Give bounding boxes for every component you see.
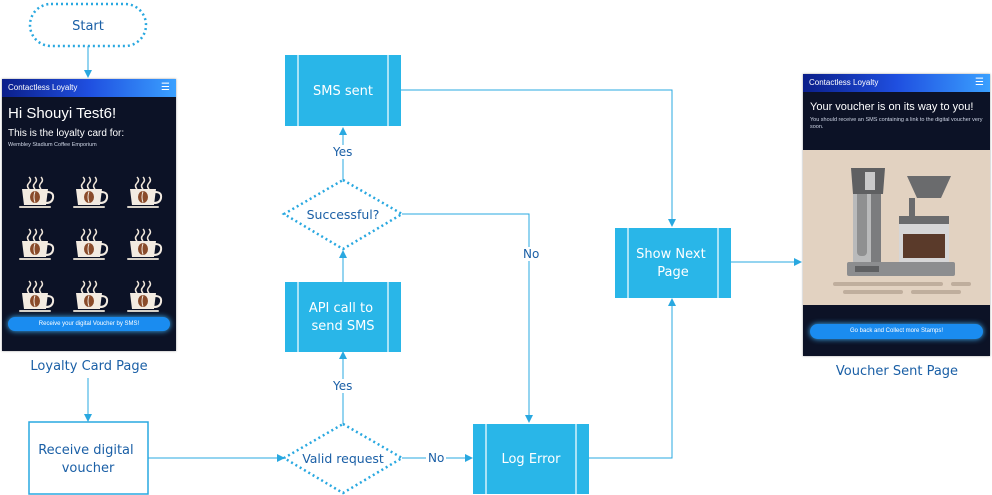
coffee-stamp-icon — [127, 228, 163, 260]
coffee-stamp-icon — [73, 280, 109, 312]
loyalty-store-name: Wembley Stadium Coffee Emporium — [8, 142, 97, 148]
show-next-label: Show Next Page — [636, 247, 710, 280]
successful-decision — [281, 178, 405, 251]
loyalty-app-bar: Contactless Loyalty ☰ — [2, 79, 176, 97]
api-call-label: API call to send SMS — [309, 301, 377, 334]
start-terminator — [28, 2, 148, 48]
show-next-line-2: Page — [657, 265, 688, 280]
stamp-grid — [16, 175, 166, 315]
successful-label: Successful? — [307, 207, 380, 222]
receive-voucher-sms-button[interactable]: Receive your digital Voucher by SMS! — [8, 317, 170, 331]
receive-line-1: Receive digital — [38, 443, 133, 458]
collect-more-stamps-button[interactable]: Go back and Collect more Stamps! — [810, 324, 983, 339]
edge-sms-to-show — [401, 89, 676, 227]
loyalty-card-screenshot: Contactless Loyalty ☰ Hi Shouyi Test6! T… — [2, 79, 176, 351]
start-label: Start — [72, 19, 104, 34]
voucher-message: You should receive an SMS containing a l… — [810, 117, 983, 130]
receive-line-2: voucher — [62, 461, 115, 476]
loyalty-greeting: Hi Shouyi Test6! — [8, 105, 117, 122]
voucher-sent-screenshot: Contactless Loyalty ☰ Your voucher is on… — [803, 74, 990, 356]
coffee-stamp-icon — [127, 176, 163, 208]
voucher-heading: Your voucher is on its way to you! — [810, 101, 974, 113]
show-next-page-process — [615, 228, 731, 298]
loyalty-subtitle: This is the loyalty card for: — [8, 128, 125, 139]
api-call-line-1: API call to — [309, 301, 373, 316]
voucher-app-title: Contactless Loyalty — [809, 78, 879, 87]
sms-sent-process — [285, 55, 401, 126]
valid-request-label: Valid request — [302, 451, 384, 466]
voucher-app-bar: Contactless Loyalty ☰ — [803, 74, 990, 92]
receive-voucher-label: Receive digital voucher — [38, 443, 138, 476]
coffee-stamp-icon — [19, 228, 55, 260]
valid-request-decision — [281, 422, 405, 495]
coffee-stamp-icon — [19, 280, 55, 312]
log-error-label: Log Error — [501, 452, 561, 467]
loyalty-card-caption: Loyalty Card Page — [30, 359, 148, 374]
hamburger-menu-icon: ☰ — [161, 82, 170, 93]
coffee-stamp-icon — [73, 228, 109, 260]
coffee-machine-icon — [833, 168, 971, 294]
valid-yes-label: Yes — [331, 379, 355, 393]
coffee-stamp-icon — [73, 176, 109, 208]
edge-log-to-show — [589, 298, 676, 459]
coffee-stamp-icon — [127, 280, 163, 312]
api-call-process — [285, 282, 401, 352]
edge-successful-to-log — [402, 213, 533, 423]
coffee-machine-illustration — [803, 150, 990, 305]
receive-voucher-box — [28, 421, 149, 495]
sms-sent-label: SMS sent — [313, 84, 373, 99]
successful-no-label: No — [521, 247, 542, 261]
voucher-sent-caption: Voucher Sent Page — [835, 364, 959, 379]
log-error-process — [473, 424, 589, 494]
api-call-line-2: send SMS — [311, 319, 374, 334]
loyalty-app-title: Contactless Loyalty — [8, 83, 78, 92]
successful-yes-label: Yes — [331, 145, 355, 159]
coffee-stamp-icon — [19, 176, 55, 208]
valid-no-label: No — [426, 451, 447, 465]
hamburger-menu-icon: ☰ — [975, 77, 984, 88]
show-next-line-1: Show Next — [636, 247, 706, 262]
